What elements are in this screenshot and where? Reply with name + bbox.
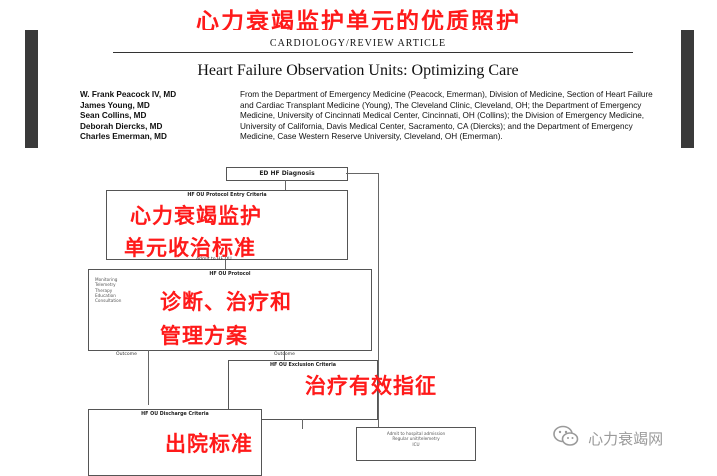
wechat-icon bbox=[553, 425, 579, 451]
annotation-admission-criteria-line1: 心力衰竭监护 bbox=[130, 203, 262, 228]
flow-box-line: Admit to hospital admission bbox=[386, 431, 446, 436]
flow-box-title: HF OU Exclusion Criteria bbox=[269, 363, 337, 368]
annotation-efficacy-indicators: 治疗有效指征 bbox=[305, 373, 437, 398]
annotation-admission-criteria-line2: 单元收治标准 bbox=[124, 235, 256, 260]
annotation-diagnosis-treatment: 诊断、治疗和 bbox=[160, 289, 292, 314]
flowchart-figure: ED HF Diagnosis HF OU Protocol Entry Cri… bbox=[88, 165, 488, 476]
author-name: Deborah Diercks, MD bbox=[80, 121, 163, 131]
flow-box-entry-criteria: HF OU Protocol Entry Criteria bbox=[106, 190, 348, 260]
flow-box-discharge-criteria: HF OU Discharge Criteria bbox=[88, 409, 262, 476]
flow-box-title: HF OU Protocol bbox=[209, 272, 251, 277]
section-rule bbox=[113, 52, 633, 53]
author-name: James Young, MD bbox=[80, 100, 150, 110]
flow-box-line: Monitoring bbox=[95, 277, 118, 282]
flow-connector bbox=[148, 350, 149, 405]
watermark: 心力衰竭网 bbox=[553, 425, 663, 451]
flow-box-admission: Admit to hospital admission Regular unit… bbox=[356, 427, 476, 461]
flow-box-protocol: HF OU Protocol Monitoring Telemetry Ther… bbox=[88, 269, 372, 351]
flow-connector bbox=[225, 259, 226, 271]
flow-box-line: ICU bbox=[412, 441, 420, 447]
flow-box-line: Consultation bbox=[95, 298, 122, 304]
flow-connector bbox=[285, 180, 286, 190]
flow-arrow-label: Admit to HF OU bbox=[196, 257, 232, 262]
article-section: CARDIOLOGY/REVIEW ARTICLE bbox=[269, 38, 447, 49]
author-name: Sean Collins, MD bbox=[80, 111, 147, 120]
left-scan-border bbox=[25, 30, 38, 148]
flow-connector bbox=[302, 419, 303, 429]
flow-box-line: Telemetry bbox=[95, 282, 116, 288]
right-scan-border bbox=[681, 30, 694, 148]
annotation-discharge-criteria: 出院标准 bbox=[165, 431, 253, 456]
flow-outcome-left: Outcome bbox=[116, 352, 137, 357]
flow-outcome-right: Outcome bbox=[274, 352, 295, 357]
flow-box-diagnosis: ED HF Diagnosis bbox=[226, 167, 348, 181]
flow-connector bbox=[378, 173, 379, 433]
flow-box-line: Education bbox=[95, 292, 116, 298]
author-name: Charles Emerman, MD bbox=[80, 132, 167, 141]
author-list: W. Frank Peacock IV, MD James Young, MD … bbox=[80, 90, 250, 143]
author-name: W. Frank Peacock IV, MD bbox=[80, 90, 177, 99]
author-affiliation: From the Department of Emergency Medicin… bbox=[240, 90, 653, 141]
flow-box-line: Regular unit/telemetry bbox=[392, 436, 440, 442]
watermark-text: 心力衰竭网 bbox=[588, 429, 664, 448]
flow-box-title: HF OU Discharge Criteria bbox=[141, 412, 209, 417]
article-title: Heart Failure Observation Units: Optimiz… bbox=[197, 62, 519, 79]
flow-box-line: Therapy bbox=[95, 287, 113, 293]
article-header: CARDIOLOGY/REVIEW ARTICLE Heart Failure … bbox=[38, 30, 678, 148]
flow-connector bbox=[284, 350, 285, 360]
annotation-management-plan: 管理方案 bbox=[160, 323, 248, 348]
flow-connector bbox=[346, 173, 379, 174]
flow-box-title: ED HF Diagnosis bbox=[259, 170, 315, 177]
flow-box-title: HF OU Protocol Entry Criteria bbox=[187, 193, 267, 198]
